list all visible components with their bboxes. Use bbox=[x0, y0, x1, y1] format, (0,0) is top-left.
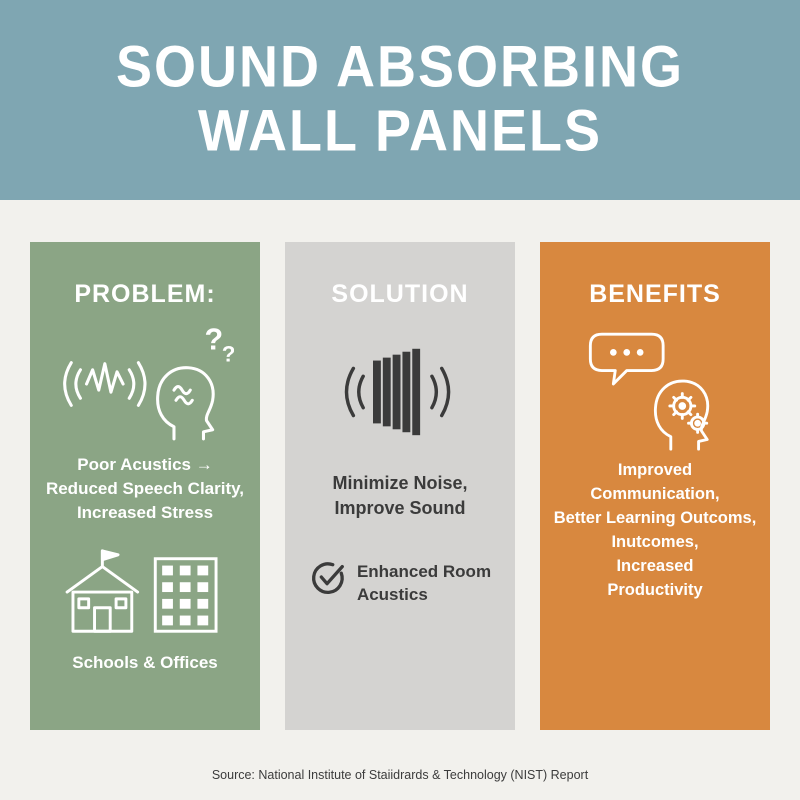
solution-body-text: Minimize Noise, Improve Sound bbox=[332, 471, 467, 521]
benefits-body-line: Inutcomes, bbox=[611, 532, 699, 551]
solution-check-row: Enhanced Room Acustics bbox=[291, 559, 509, 607]
checkmark-circle-icon bbox=[311, 562, 344, 595]
acoustic-panel-slats bbox=[373, 348, 421, 436]
benefits-body-line: Improved bbox=[617, 461, 693, 479]
problem-body-text: Poor Acustics → Reduced Speech Clarity, … bbox=[46, 453, 244, 525]
solution-body-line: Improve Sound bbox=[334, 498, 466, 519]
page-title-line-2: WALL PANELS bbox=[197, 98, 602, 164]
question-mark-large: ? bbox=[204, 323, 223, 356]
solution-check-text: Enhanced Room Acustics bbox=[357, 559, 491, 607]
header-banner: SOUND ABSORBING WALL PANELS bbox=[0, 0, 800, 200]
benefits-body-line: Better Learning Outcoms, bbox=[553, 508, 757, 527]
solution-card: SOLUTION Minimize Noise, Improve Sound bbox=[285, 242, 515, 730]
head-gears-icon bbox=[653, 379, 710, 451]
sound-arcs bbox=[344, 366, 451, 418]
communication-brain-gears-icon bbox=[588, 332, 710, 451]
stressed-head-icon bbox=[156, 366, 215, 441]
school-building-icon bbox=[65, 549, 140, 634]
speech-bubble-icon bbox=[588, 332, 665, 386]
problem-body-line: Reduced Speech Clarity, bbox=[45, 479, 245, 499]
page-title-line-1: SOUND ABSORBING bbox=[115, 34, 685, 100]
question-mark-small: ? bbox=[222, 342, 234, 367]
solution-heading: SOLUTION bbox=[331, 280, 469, 308]
speech-bubble-dots bbox=[609, 349, 644, 356]
benefits-body-line: Productivity bbox=[607, 580, 703, 599]
acoustic-panel-sound-waves-icon bbox=[344, 348, 451, 436]
problem-caption: Schools & Offices bbox=[72, 653, 218, 673]
benefits-heading: BENEFITS bbox=[589, 280, 721, 308]
sound-wave-icon bbox=[63, 361, 147, 407]
benefits-card: BENEFITS bbox=[540, 242, 770, 730]
problem-heading: PROBLEM: bbox=[74, 280, 216, 308]
benefits-body-line: Communication, bbox=[590, 484, 720, 503]
problem-body-line: Increased Stress bbox=[76, 503, 214, 523]
problem-card: PROBLEM: ? ? Poor Acustics → Reduced Spe… bbox=[30, 242, 260, 730]
page-title: SOUND ABSORBING WALL PANELS bbox=[115, 34, 685, 164]
solution-check-line: Acustics bbox=[356, 585, 428, 605]
school-and-office-buildings-icon bbox=[65, 549, 218, 634]
sound-wave-and-stressed-head-icon: ? ? bbox=[63, 323, 234, 441]
office-building-icon bbox=[153, 557, 218, 634]
benefits-body-text: Improved Communication, Better Learning … bbox=[554, 459, 757, 603]
solution-check-line: Enhanced Room bbox=[356, 562, 492, 582]
benefits-body-line: Increased bbox=[616, 556, 694, 575]
source-attribution: Source: National Institute of Staiidrard… bbox=[211, 768, 589, 782]
solution-body-line: Minimize Noise, bbox=[332, 473, 468, 493]
problem-body-line: Poor Acustics → bbox=[77, 455, 213, 474]
